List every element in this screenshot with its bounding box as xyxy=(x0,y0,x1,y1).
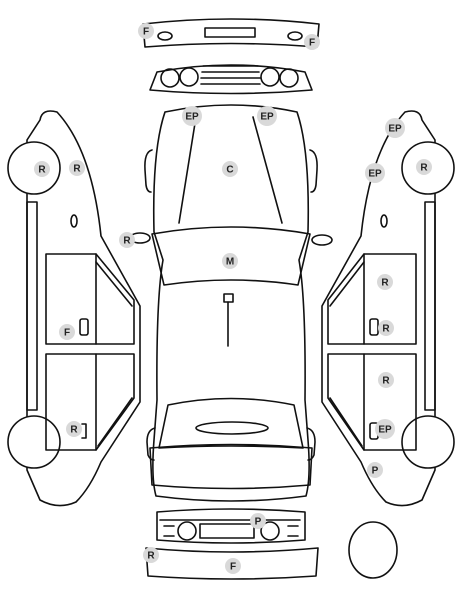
left-side-view[interactable] xyxy=(7,110,141,507)
svg-text:R: R xyxy=(420,163,428,174)
svg-text:R: R xyxy=(382,324,390,335)
marker-right-rear-fender[interactable]: P xyxy=(367,462,383,478)
marker-rear-bumper-center[interactable]: F xyxy=(225,558,241,574)
svg-text:P: P xyxy=(372,466,379,477)
marker-left-front-wheel[interactable]: R xyxy=(34,161,50,177)
front-grille[interactable] xyxy=(149,64,313,95)
marker-front-bumper-left[interactable]: F xyxy=(138,23,154,39)
svg-text:R: R xyxy=(73,164,81,175)
svg-text:F: F xyxy=(143,27,149,38)
svg-text:F: F xyxy=(309,38,315,49)
svg-text:EP: EP xyxy=(368,169,382,180)
svg-text:R: R xyxy=(147,551,155,562)
svg-text:C: C xyxy=(226,165,233,176)
svg-text:R: R xyxy=(381,278,389,289)
spare-wheel[interactable] xyxy=(348,521,398,579)
marker-right-front-fender[interactable]: EP xyxy=(365,163,385,183)
marker-right-front-fender-upper[interactable]: EP xyxy=(385,118,405,138)
marker-left-mirror[interactable]: R xyxy=(119,232,135,248)
svg-text:R: R xyxy=(123,236,131,247)
marker-left-rear-door[interactable]: R xyxy=(66,421,82,437)
marker-right-rear-door-handle[interactable]: EP xyxy=(375,419,395,439)
marker-left-front-door[interactable]: F xyxy=(59,324,75,340)
svg-text:F: F xyxy=(230,562,236,573)
marker-right-rear-door[interactable]: R xyxy=(378,372,394,388)
rear-bumper[interactable] xyxy=(145,547,319,580)
marker-front-fender-left[interactable]: EP xyxy=(182,106,202,126)
svg-text:P: P xyxy=(255,517,262,528)
svg-text:F: F xyxy=(64,328,70,339)
marker-front-bumper-right[interactable]: F xyxy=(304,34,320,50)
svg-text:EP: EP xyxy=(378,425,392,436)
marker-front-fender-right[interactable]: EP xyxy=(257,106,277,126)
svg-text:EP: EP xyxy=(185,112,199,123)
marker-rear-panel[interactable]: P xyxy=(250,513,266,529)
marker-right-front-door-upper[interactable]: R xyxy=(377,274,393,290)
svg-text:R: R xyxy=(382,376,390,387)
marker-rear-bumper-left[interactable]: R xyxy=(143,547,159,563)
marker-windshield[interactable]: M xyxy=(222,253,238,269)
front-bumper[interactable] xyxy=(142,18,320,48)
svg-text:EP: EP xyxy=(260,112,274,123)
svg-text:M: M xyxy=(226,257,234,268)
svg-text:EP: EP xyxy=(388,124,402,135)
right-side-view[interactable] xyxy=(321,110,455,507)
svg-text:R: R xyxy=(70,425,78,436)
car-body-top-view[interactable] xyxy=(129,104,333,502)
marker-right-front-wheel[interactable]: R xyxy=(416,159,432,175)
marker-right-front-door-handle[interactable]: R xyxy=(378,320,394,336)
rear-panel[interactable] xyxy=(156,508,306,544)
damage-markers: F F EP EP C R M P xyxy=(34,23,432,574)
marker-hood[interactable]: C xyxy=(222,161,238,177)
marker-left-front-fender[interactable]: R xyxy=(69,160,85,176)
svg-text:R: R xyxy=(38,165,46,176)
